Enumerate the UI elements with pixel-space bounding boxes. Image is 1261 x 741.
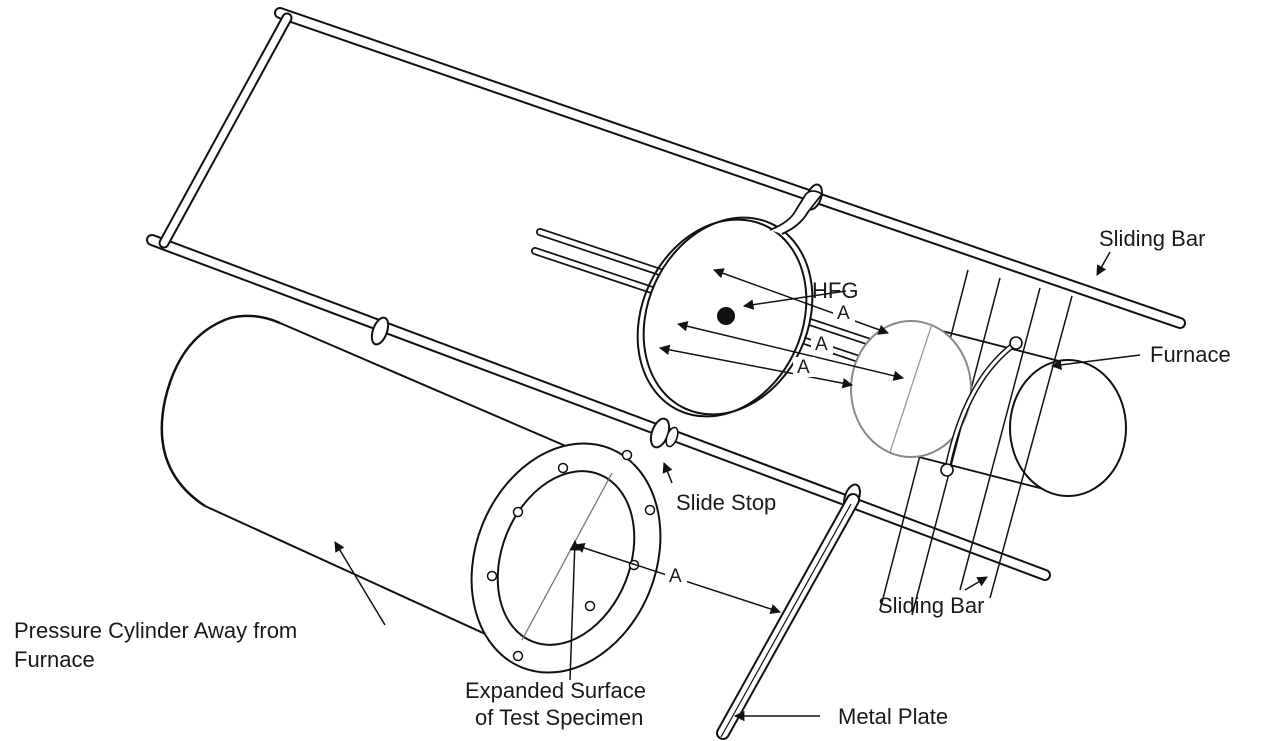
label-hfg: HFG [812,278,858,303]
label-pressure-cylinder: Pressure Cylinder Away from Furnace [14,618,303,672]
furnace [850,269,1127,616]
label-expanded-surface-line2: of Test Specimen [475,705,643,730]
label-sliding-bar-top: Sliding Bar [1099,226,1205,251]
rail-collar [370,316,390,346]
label-slide-stop: Slide Stop [676,490,776,515]
label-metal-plate: Metal Plate [838,704,948,729]
hfg-sensor [717,307,735,325]
furnace-back-end [1009,359,1127,497]
dimension-a-top: A [837,303,850,324]
dimension-a-cylinder: A [669,566,682,587]
label-expanded-surface: Expanded Surface of Test Specimen [465,678,652,730]
dimension-a-lower: A [797,357,810,378]
heat-flux-gauge-disk [636,190,824,418]
label-pressure-cylinder-line1: Pressure Cylinder Away from [14,618,297,643]
dimension-a-middle: A [815,334,828,355]
pressure-cylinder [160,314,679,674]
label-expanded-surface-line1: Expanded Surface [465,678,646,703]
metal-plate [716,493,860,740]
label-sliding-bar-bottom: Sliding Bar [878,593,984,618]
label-furnace: Furnace [1150,342,1231,367]
label-pressure-cylinder-line2: Furnace [14,647,95,672]
leader-lines [334,251,1141,722]
